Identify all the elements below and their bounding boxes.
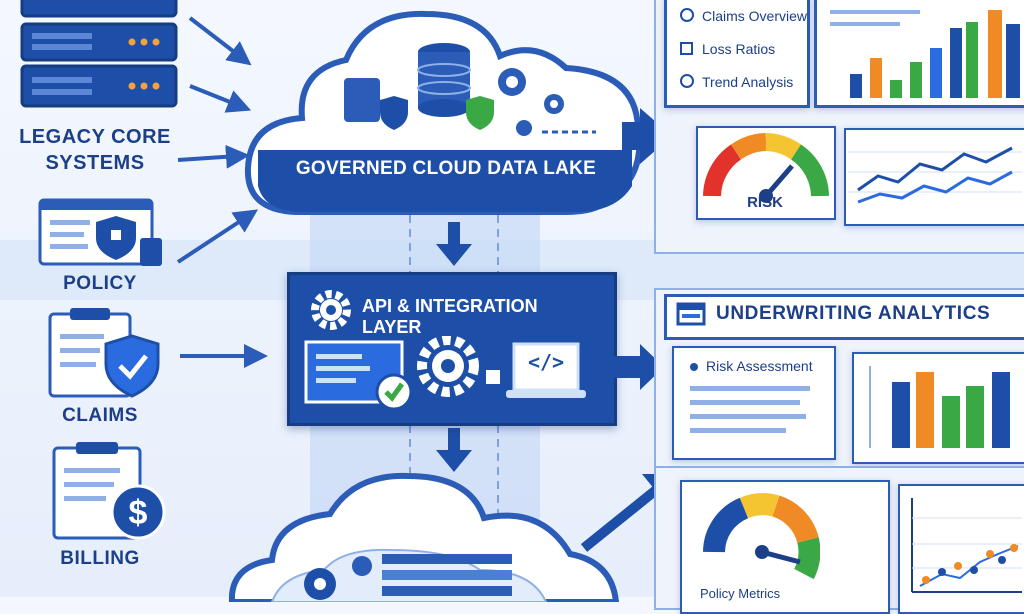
legacy-core-systems-label: LEGACY CORE SYSTEMS	[19, 126, 171, 174]
underwriting-header	[664, 294, 1024, 340]
claims-clipboard-icon	[48, 308, 160, 398]
bar	[850, 74, 862, 98]
trend-series-line	[857, 170, 1013, 204]
top-bar-chart	[830, 10, 1020, 98]
bar	[916, 372, 934, 448]
bar	[930, 48, 942, 98]
trend-series-line	[857, 146, 1013, 192]
point	[1010, 544, 1018, 552]
api-layer-widgets	[304, 336, 586, 411]
api-integration-title: API & INTEGRATION LAYER	[362, 296, 538, 337]
menu-item-claims-overview[interactable]: Claims Overview	[680, 8, 807, 24]
bar	[988, 10, 1002, 98]
policy-label: POLICY	[63, 273, 137, 294]
check-circle-icon	[680, 8, 694, 22]
bottom-cloud	[228, 472, 620, 602]
bar	[950, 28, 962, 98]
billing-invoice-icon: $	[52, 442, 166, 540]
menu-item-label: Claims Overview	[702, 8, 808, 24]
scatter-chart	[911, 498, 1022, 593]
bar	[892, 382, 910, 448]
point	[938, 568, 946, 576]
underwriting-title: UNDERWRITING ANALYTICS	[716, 303, 991, 324]
risk-assessment-item[interactable]: Risk Assessment	[690, 358, 813, 374]
risk-gauge-icon	[703, 133, 829, 203]
gear-icon	[311, 290, 351, 330]
risk-gauge-label: RISK	[747, 194, 783, 211]
billing-label: BILLING	[60, 548, 140, 569]
policy-document-icon	[38, 198, 162, 266]
cloud-data-lake	[244, 10, 643, 215]
trend-line-chart	[848, 146, 1022, 204]
claims-label: CLAIMS	[62, 405, 138, 426]
underwriting-bar-chart	[869, 366, 1010, 448]
point	[970, 566, 978, 574]
menu-item-loss-ratios[interactable]: Loss Ratios	[680, 41, 775, 57]
bar	[910, 62, 922, 98]
bar	[890, 80, 902, 98]
policy-metrics-label: Policy Metrics	[700, 586, 781, 601]
menu-item-label: Trend Analysis	[702, 74, 794, 90]
menu-item-label: Loss Ratios	[702, 41, 776, 57]
point	[922, 576, 930, 584]
bar	[870, 58, 882, 98]
code-icon: </>	[527, 350, 565, 374]
risk-assessment-label: Risk Assessment	[706, 358, 813, 374]
point	[986, 550, 994, 558]
scatter-trend-line	[919, 545, 1019, 587]
cloud-data-lake-title: GOVERNED CLOUD DATA LAKE	[295, 158, 597, 179]
point	[998, 556, 1006, 564]
check-circle-icon	[680, 74, 694, 88]
policy-metrics-gauge-icon	[703, 493, 820, 580]
bar	[942, 396, 960, 448]
square-icon	[680, 42, 693, 55]
bar	[966, 22, 978, 98]
bar	[992, 372, 1010, 448]
flow-arrows-vertical	[436, 222, 472, 472]
menu-item-trend-analysis[interactable]: Trend Analysis	[680, 74, 793, 90]
bar	[1006, 24, 1020, 98]
server-stack-icon	[20, 0, 178, 108]
bar	[966, 386, 984, 448]
point	[954, 562, 962, 570]
check-circle-icon	[690, 363, 698, 371]
text-lines	[690, 386, 810, 433]
source-arrows	[176, 16, 268, 368]
panel-icon	[676, 302, 706, 326]
svg-text:$: $	[129, 494, 148, 532]
